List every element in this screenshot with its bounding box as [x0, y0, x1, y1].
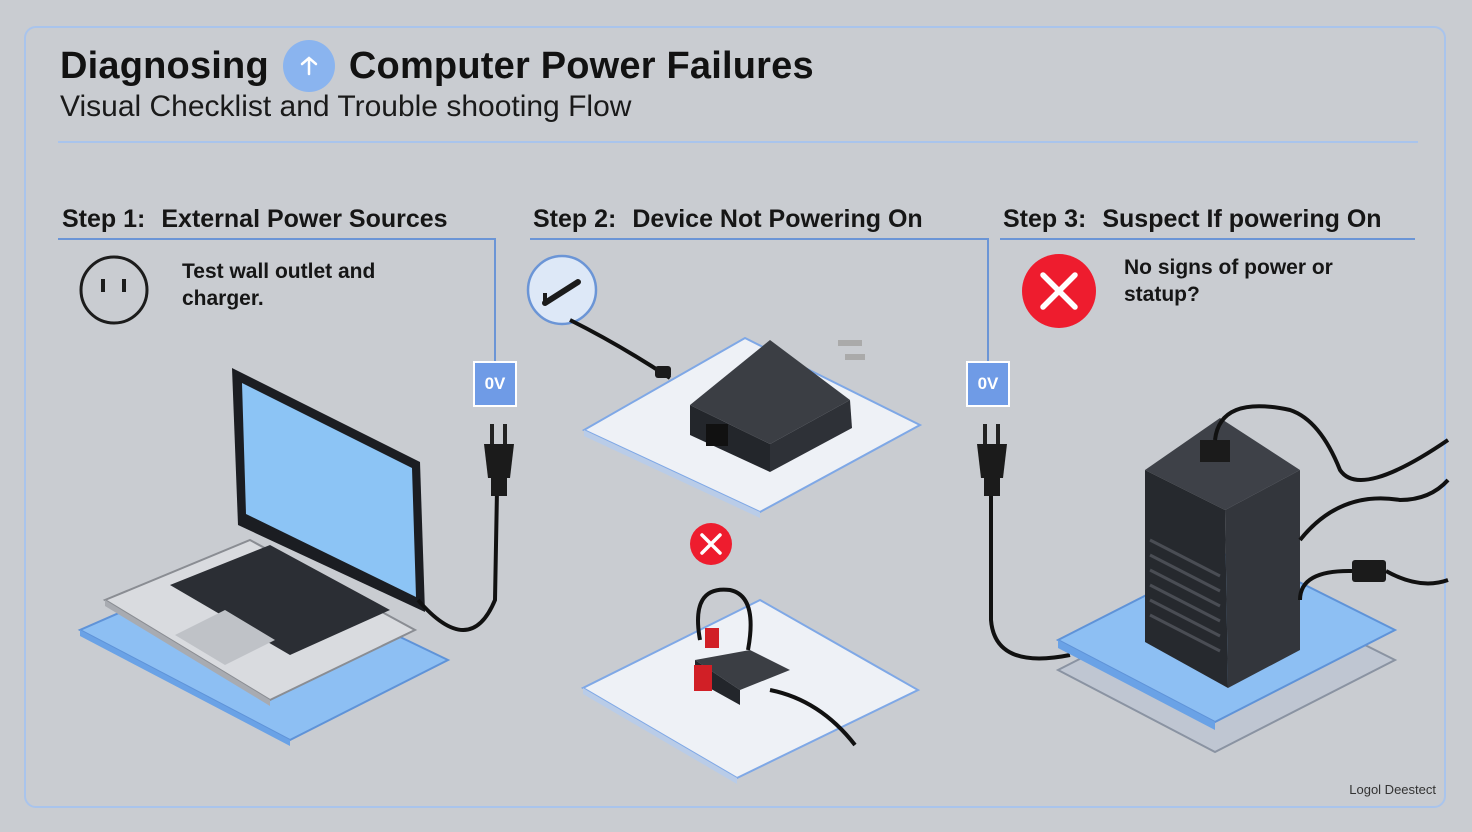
- step-2-rule: [530, 238, 988, 240]
- step-3-heading: Step 3: Suspect If powering On: [1003, 205, 1382, 234]
- disconnected-adapter-illustration: [580, 587, 921, 784]
- error-x-icon: [1022, 254, 1096, 328]
- voltage-badge-1: 0V: [473, 361, 517, 407]
- power-plug-icon: [484, 424, 514, 496]
- footer-credit: Logol Deestect: [1349, 782, 1436, 797]
- power-plug-icon-step-3: [977, 424, 1071, 661]
- desktop-tower-illustration: [1055, 404, 1450, 754]
- power-bolt-icon: [282, 40, 335, 92]
- step-3-rule: [1000, 238, 1415, 240]
- title-part-1: Diagnosing: [60, 44, 269, 87]
- step-3-text: No signs of power or statup?: [1124, 256, 1333, 306]
- voltage-badge-2: 0V: [966, 361, 1010, 407]
- step-1-connector: [494, 238, 496, 362]
- step-2-connector: [987, 238, 989, 362]
- step-1-heading: Step 1: External Power Sources: [62, 205, 448, 234]
- wall-outlet-icon: [79, 255, 149, 325]
- step-3-label: Step 3:: [1003, 205, 1087, 233]
- step-1-text: Test wall outlet and charger.: [182, 260, 376, 310]
- step-2-label: Step 2:: [533, 205, 617, 233]
- power-adapter-illustration: [581, 336, 923, 518]
- step-2-heading: Step 2: Device Not Powering On: [533, 205, 923, 234]
- page-subtitle: Visual Checklist and Trouble shooting Fl…: [60, 90, 632, 123]
- charger-plug-icon: [526, 254, 672, 380]
- step-1-label: Step 1:: [62, 205, 146, 233]
- title-part-2: Computer Power Failures: [348, 44, 814, 87]
- step-1-rule: [58, 238, 496, 240]
- laptop-illustration: [77, 368, 499, 746]
- page-title: Diagnosing Computer Power Failures: [60, 40, 814, 92]
- diagram-frame: [24, 26, 1446, 808]
- header-divider: [58, 141, 1418, 143]
- step-1-title: External Power Sources: [161, 205, 448, 233]
- step-2-title: Device Not Powering On: [632, 205, 923, 233]
- error-x-icon-small: [690, 523, 732, 565]
- step-3-title: Suspect If powering On: [1102, 205, 1382, 233]
